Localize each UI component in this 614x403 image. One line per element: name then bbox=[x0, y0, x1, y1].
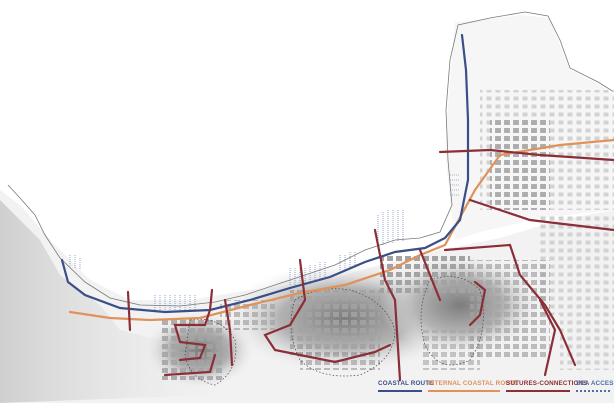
legend-sea-access-swatch bbox=[576, 390, 610, 394]
legend-internal-coastal-route-label: INTERNAL COASTAL ROUTE bbox=[428, 380, 519, 387]
coastal-route bbox=[60, 33, 470, 314]
map-legend: COASTAL ROUTE INTERNAL COASTAL ROUTE SUT… bbox=[378, 380, 614, 396]
legend-sea-access: SEA ACCESS bbox=[576, 380, 614, 396]
legend-sutures-connections-label: SUTURES-CONNECTIONS bbox=[506, 380, 588, 387]
legend-sea-access-label: SEA ACCESS bbox=[576, 380, 614, 387]
legend-coastal-route: COASTAL ROUTE bbox=[378, 380, 434, 396]
legend-coastal-route-swatch bbox=[378, 390, 422, 392]
sutures-connections bbox=[126, 148, 614, 382]
legend-sutures-connections: SUTURES-CONNECTIONS bbox=[506, 380, 588, 396]
legend-coastal-route-label: COASTAL ROUTE bbox=[378, 380, 434, 387]
internal-coastal-route bbox=[68, 138, 614, 322]
contour-lines bbox=[184, 276, 484, 386]
legend-sutures-connections-swatch bbox=[506, 390, 570, 392]
coastline bbox=[7, 11, 614, 307]
legend-internal-coastal-route: INTERNAL COASTAL ROUTE bbox=[428, 380, 519, 396]
legend-internal-coastal-route-swatch bbox=[428, 390, 500, 392]
